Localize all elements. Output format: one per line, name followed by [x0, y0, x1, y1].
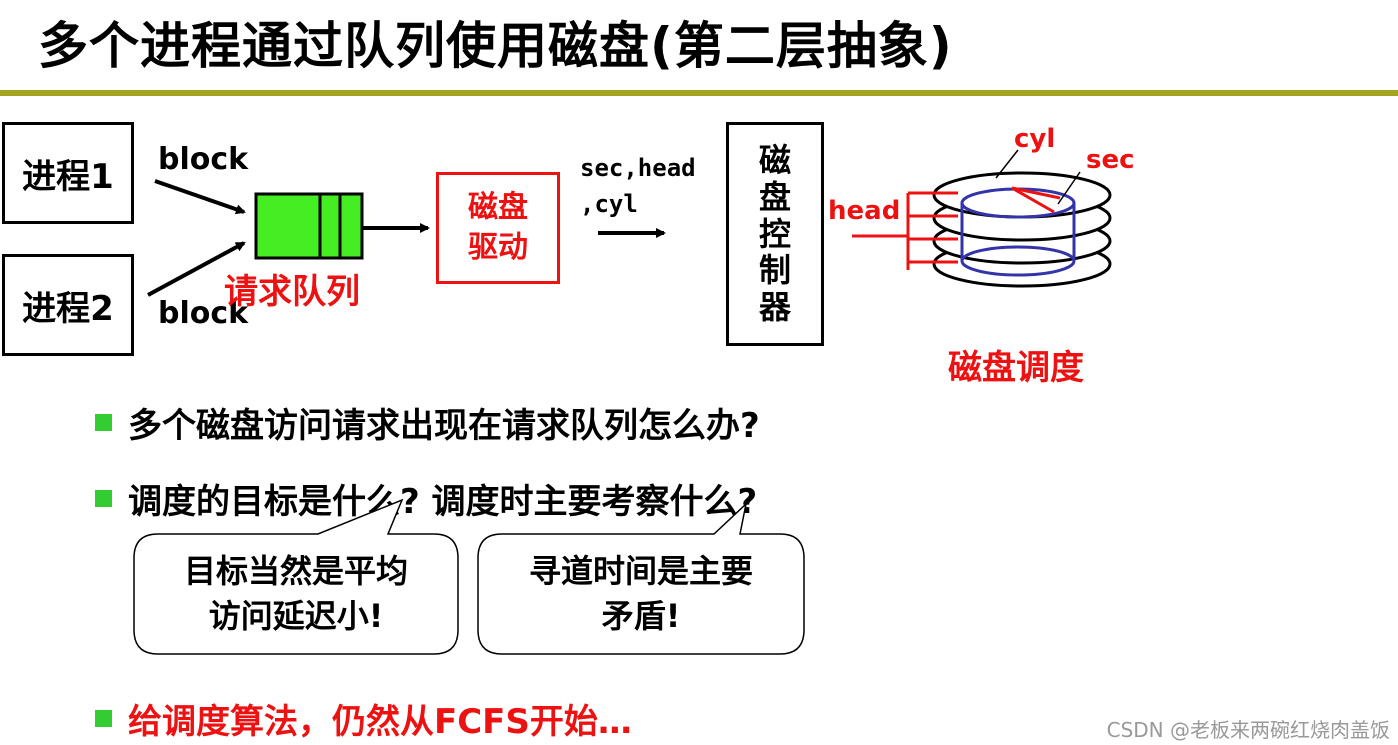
- process-1-label: 进程1: [22, 156, 114, 197]
- arrow-process2-to-queue: [147, 241, 246, 297]
- cyl-pointer-line: [995, 149, 1019, 179]
- process-2-label: 进程2: [22, 288, 114, 329]
- watermark: CSDN @老板来两碗红烧肉盖饭: [1106, 718, 1390, 742]
- controller-char: 磁: [758, 141, 791, 179]
- bullet-text: 给调度算法，仍然从FCFS开始…: [128, 702, 632, 742]
- bullet-text: 多个磁盘访问请求出现在请求队列怎么办?: [128, 406, 760, 446]
- sec-pointer-line: [1057, 171, 1081, 205]
- bullet-text: 调度的目标是什么? 调度时主要考察什么?: [128, 482, 758, 522]
- head-arms-icon: [852, 191, 958, 270]
- callout-bubble-1-shape: [133, 498, 459, 655]
- block-label-bottom: block: [158, 296, 249, 331]
- callout-1-line2: 访问延迟小!: [208, 597, 384, 635]
- disk-platters-icon: [932, 171, 1112, 288]
- callout-bubble-2: 寻道时间是主要 矛盾!: [478, 534, 804, 654]
- title-divider: [0, 90, 1398, 96]
- request-queue-icon: [254, 192, 364, 260]
- bullet-item-2: 调度的目标是什么? 调度时主要考察什么?: [95, 474, 757, 523]
- process-2-box: 进程2: [2, 254, 134, 356]
- callout-bubble-1: 目标当然是平均 访问延迟小!: [134, 534, 458, 654]
- disk-cyl-label: cyl: [1014, 124, 1056, 154]
- bullet-square-icon: [95, 414, 112, 431]
- disk-head-label: head: [828, 196, 901, 226]
- process-1-box: 进程1: [2, 122, 134, 224]
- controller-char: 器: [758, 288, 791, 327]
- bullet-square-icon: [95, 710, 112, 727]
- block-label-top: block: [158, 142, 249, 177]
- controller-char: 盘: [758, 177, 791, 216]
- bullet-item-1: 多个磁盘访问请求出现在请求队列怎么办?: [95, 398, 760, 447]
- controller-char: 制: [758, 251, 791, 290]
- arrow-process1-to-queue: [154, 179, 246, 215]
- bullet-square-icon: [95, 490, 112, 507]
- driver-label-line1: 磁盘: [468, 189, 528, 225]
- callout-1-line1: 目标当然是平均: [183, 551, 408, 590]
- params-label-line1: sec,head: [580, 154, 696, 182]
- callout-2-line2: 矛盾!: [601, 597, 681, 635]
- callout-2-line1: 寻道时间是主要: [528, 551, 753, 590]
- slide-title: 多个进程通过队列使用磁盘(第二层抽象): [38, 17, 953, 75]
- sector-mark-icon: [1011, 186, 1061, 214]
- disk-driver-box: 磁盘 驱动: [436, 172, 560, 284]
- request-queue-label: 请求队列: [224, 272, 360, 312]
- disk-scheduling-label: 磁盘调度: [948, 348, 1084, 388]
- disk-sec-label: sec: [1086, 145, 1135, 175]
- disk-controller-box: 磁 盘 控 制 器: [726, 122, 824, 346]
- bullet-item-3: 给调度算法，仍然从FCFS开始…: [95, 694, 632, 743]
- params-label-line2: ,cyl: [580, 190, 638, 218]
- callout-bubble-2-shape: [477, 501, 805, 655]
- controller-char: 控: [758, 214, 791, 253]
- driver-label-line2: 驱动: [468, 230, 528, 265]
